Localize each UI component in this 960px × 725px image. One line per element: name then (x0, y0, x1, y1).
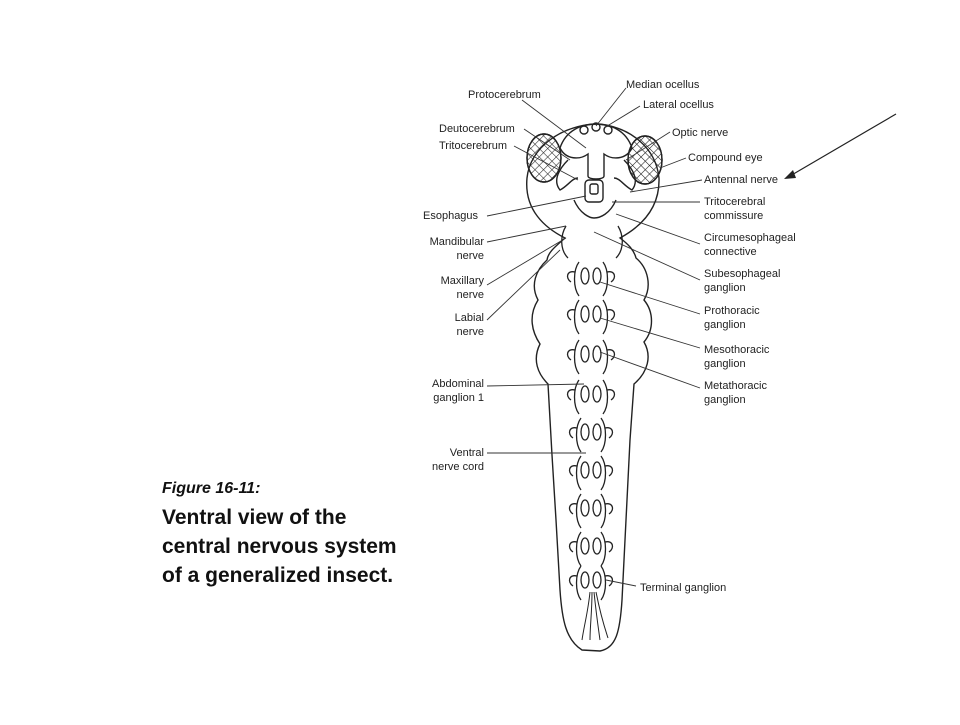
connective-left (573, 261, 580, 297)
esophagus-shape (584, 179, 604, 203)
lateral-nerve-left (568, 575, 578, 587)
ganglion-right (592, 385, 602, 403)
label-protocerebrum: Protocerebrum (468, 89, 541, 101)
brain (556, 122, 636, 219)
connective-right (600, 417, 607, 453)
subesophageal-ganglion (561, 225, 623, 259)
label-mesothoracic-ganglion: Mesothoracic ganglion (704, 344, 770, 370)
ganglion-left (580, 537, 590, 555)
connective-left (575, 565, 582, 601)
ganglion-left (580, 345, 590, 363)
ganglion-right (592, 571, 602, 589)
lateral-nerve-left (568, 503, 578, 515)
connective-right (600, 493, 607, 529)
ganglion-left (580, 385, 590, 403)
label-circumesophageal-connective: Circumesophageal connective (704, 232, 796, 258)
label-deutocerebrum: Deutocerebrum (439, 123, 515, 135)
label-prothoracic-ganglion: Prothoracic ganglion (704, 305, 760, 331)
label-terminal-ganglion: Terminal ganglion (640, 582, 727, 594)
ganglion-left (580, 267, 590, 285)
ganglion-right (592, 345, 602, 363)
label-labial-nerve: Labial nerve (454, 312, 484, 338)
ganglion-left (580, 571, 590, 589)
label-antennal-nerve: Antennal nerve (704, 174, 778, 186)
label-maxillary-nerve: Maxillary nerve (440, 275, 484, 301)
figure-caption: Ventral view of the central nervous syst… (162, 506, 397, 587)
lateral-nerve-right (604, 575, 614, 587)
label-ventral-nerve-cord: Ventral nerve cord (432, 447, 484, 473)
lateral-nerve-right (606, 309, 616, 321)
lateral-nerve-left (568, 541, 578, 553)
ganglion-right (592, 423, 602, 441)
connective-right (600, 531, 607, 567)
connective-right (602, 379, 609, 415)
ganglion-right (592, 267, 602, 285)
terminal-fibers (581, 591, 609, 641)
connective-right (600, 565, 607, 601)
label-abdominal-ganglion-1: Abdominal ganglion 1 (432, 378, 484, 404)
label-metathoracic-ganglion: Metathoracic ganglion (704, 380, 767, 406)
lateral-nerve-left (568, 465, 578, 477)
connective-right (602, 299, 609, 335)
pointer-arrow (784, 113, 897, 179)
connective-left (575, 493, 582, 529)
connective-left (575, 531, 582, 567)
ganglion-right (592, 499, 602, 517)
connective-left (573, 379, 580, 415)
connective-left (573, 339, 580, 375)
body-outline (526, 123, 660, 652)
lateral-nerve-right (604, 427, 614, 439)
ganglion-right (592, 305, 602, 323)
label-lateral-ocellus: Lateral ocellus (643, 99, 714, 111)
lateral-nerve-right (604, 541, 614, 553)
ganglion-right (592, 537, 602, 555)
label-esophagus: Esophagus (423, 210, 479, 222)
lateral-nerve-left (566, 389, 576, 401)
ganglion-left (580, 305, 590, 323)
connective-left (575, 417, 582, 453)
ganglion-right (592, 461, 602, 479)
connective-right (600, 455, 607, 491)
lateral-nerve-right (606, 389, 616, 401)
connective-right (602, 261, 609, 297)
ganglion-left (580, 423, 590, 441)
lateral-nerve-right (604, 503, 614, 515)
ganglion-left (580, 499, 590, 517)
lateral-nerve-left (568, 427, 578, 439)
label-tritocerebral-commissure: Tritocerebral commissure (704, 196, 766, 222)
label-tritocerebrum: Tritocerebrum (439, 140, 508, 152)
figure-number: Figure 16-11: (162, 480, 261, 497)
label-optic-nerve: Optic nerve (672, 127, 729, 139)
connective-right (602, 339, 609, 375)
connective-left (573, 299, 580, 335)
lateral-nerve-right (606, 349, 616, 361)
lateral-nerve-left (566, 349, 576, 361)
leader-lines (486, 87, 703, 587)
ganglion-left (580, 461, 590, 479)
label-compound-eye: Compound eye (688, 152, 763, 164)
connective-left (575, 455, 582, 491)
compound-eyes (526, 133, 663, 185)
label-subesophageal-ganglion: Subesophageal ganglion (704, 268, 781, 294)
lateral-nerve-left (566, 271, 576, 283)
lateral-nerve-left (566, 309, 576, 321)
lateral-nerve-right (604, 465, 614, 477)
label-mandibular-nerve: Mandibular nerve (429, 236, 484, 262)
label-median-ocellus: Median ocellus (626, 79, 700, 91)
lateral-nerve-right (606, 271, 616, 283)
ventral-nerve-cord-segments (561, 225, 623, 601)
